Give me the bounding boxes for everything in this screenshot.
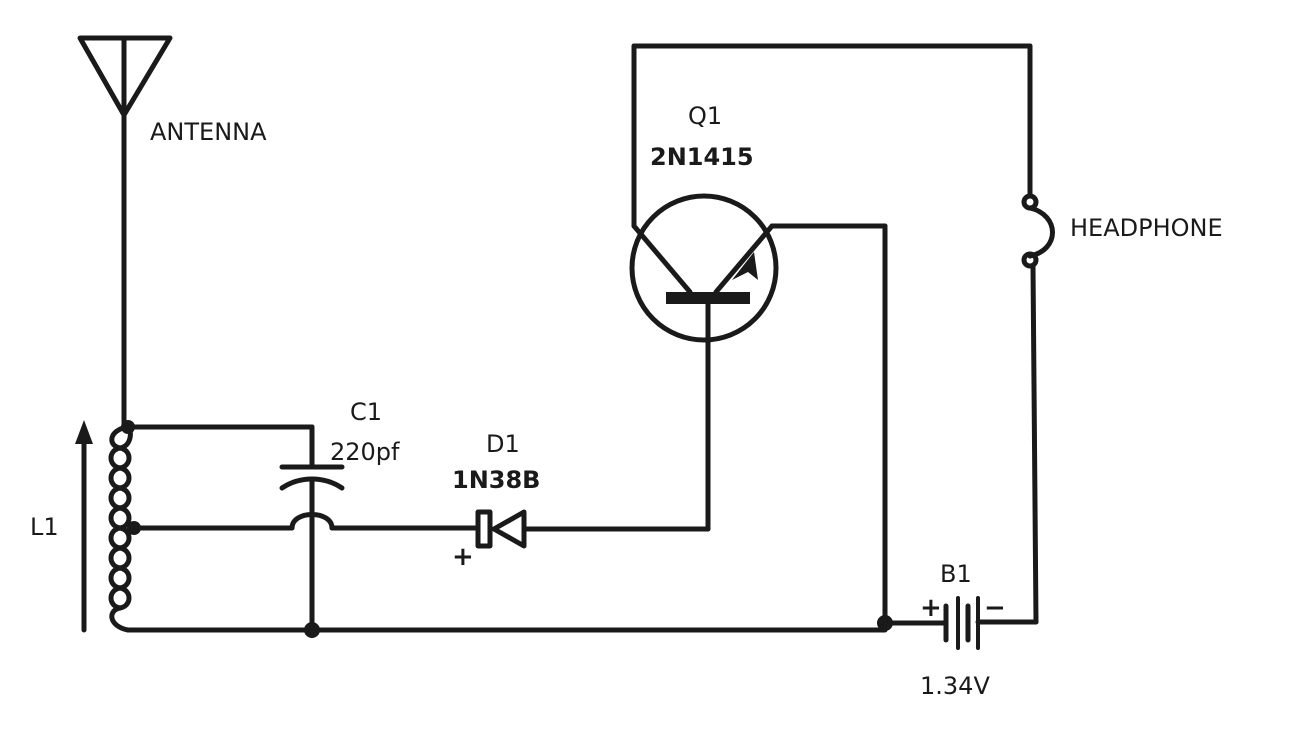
- label-headphone: HEADPHONE: [1070, 214, 1223, 242]
- label-b1-ref: B1: [940, 560, 972, 588]
- battery-b1: [943, 596, 980, 650]
- label-d1-part: 1N38B: [452, 466, 540, 494]
- label-d1-ref: D1: [486, 430, 520, 458]
- diode-d1: [475, 509, 711, 549]
- wire-crossover: [289, 512, 335, 531]
- junction-top: [121, 420, 135, 434]
- wire-headphone-bottom: [1030, 263, 1039, 625]
- label-c1-value: 220pf: [330, 438, 400, 466]
- junction-cap-ground: [304, 622, 320, 638]
- junction-tap: [127, 521, 141, 535]
- transistor-q1: [629, 193, 779, 343]
- label-b1-voltage: 1.34V: [920, 672, 990, 700]
- tuning-arrow: [75, 420, 93, 633]
- label-b1-plus: +: [920, 593, 942, 623]
- label-d1-plus: +: [452, 542, 474, 572]
- label-q1-ref: Q1: [688, 102, 722, 130]
- capacitor-c1: [279, 464, 345, 491]
- label-q1-part: 2N1415: [650, 143, 754, 171]
- label-antenna: ANTENNA: [150, 118, 267, 146]
- antenna-symbol: [77, 35, 173, 428]
- label-c1-ref: C1: [350, 398, 382, 426]
- label-l1-ref: L1: [30, 513, 59, 541]
- headphone-symbol: [1021, 193, 1055, 269]
- inductor-l1: [108, 424, 133, 633]
- label-b1-minus: −: [984, 593, 1006, 623]
